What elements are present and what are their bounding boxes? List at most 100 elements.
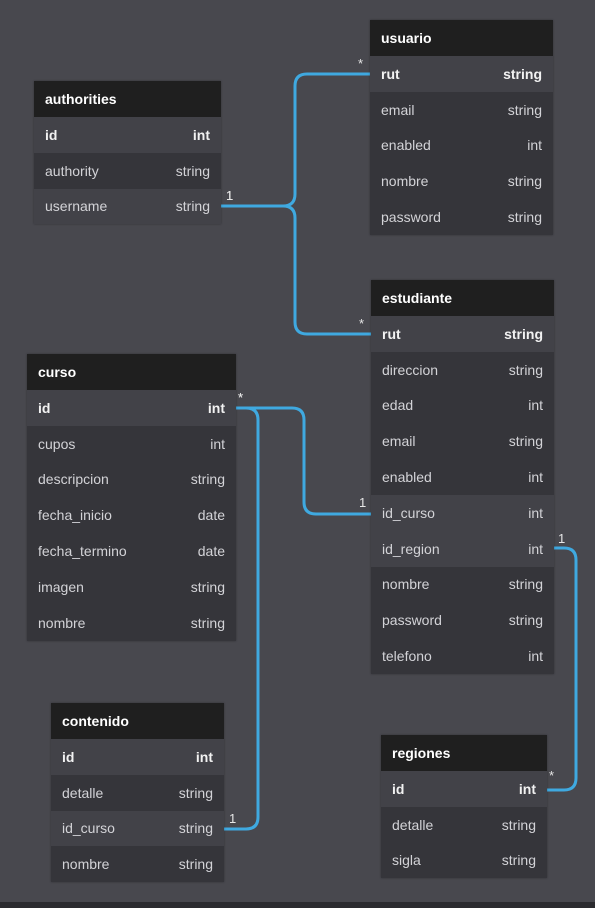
field-type: string [503,65,542,82]
field-type: int [528,540,543,557]
field-row-email[interactable]: email string [371,423,554,459]
relation-link-authorities-estudiante[interactable] [221,204,371,336]
field-row-rut[interactable]: rut string [370,56,553,92]
field-row-sigla[interactable]: sigla string [381,843,547,879]
field-name: fecha_termino [38,543,127,560]
field-name: fecha_inicio [38,507,112,524]
field-name: id [45,126,58,143]
field-type: int [527,137,542,154]
field-row-username[interactable]: username string [34,188,221,225]
field-type: string [508,433,543,450]
field-type: string [508,576,543,593]
cardinality-label: 1 [558,531,566,546]
field-type: string [508,612,543,629]
field-name: nombre [381,173,429,190]
field-row-imagen[interactable]: imagen string [27,569,236,605]
field-row-id-region[interactable]: id_region int [371,530,554,567]
field-type: string [175,198,210,215]
field-type: date [197,507,225,524]
field-row-id[interactable]: id int [381,771,547,807]
field-type: string [508,361,543,378]
field-type: string [190,578,225,595]
field-name: email [382,433,416,450]
relation-link-curso-estudiante[interactable] [236,406,371,516]
field-type: string [507,209,542,226]
field-name: email [381,101,415,118]
field-name: nombre [38,614,86,631]
field-name: imagen [38,578,84,595]
field-name: username [45,198,108,215]
field-row-id[interactable]: id int [27,390,236,426]
field-type: string [504,325,543,342]
field-type: string [501,852,536,869]
field-name: direccion [382,361,439,378]
field-name: password [381,209,441,226]
field-row-fecha-termino[interactable]: fecha_termino date [27,533,236,569]
field-name: sigla [392,852,421,869]
field-row-password[interactable]: password string [371,602,554,638]
field-type: int [192,126,210,143]
field-type: string [175,162,210,179]
field-type: int [518,780,536,797]
field-name: password [382,612,442,629]
field-type: string [501,816,536,833]
field-row-fecha-inicio[interactable]: fecha_inicio date [27,497,236,533]
entity-title: regiones [381,735,547,771]
field-name: nombre [382,576,430,593]
field-name: id [392,780,405,797]
entity-title: curso [27,354,236,390]
field-name: edad [382,397,414,414]
field-name: id [62,748,75,765]
field-name: id_curso [62,820,115,837]
bottom-bar [0,902,595,908]
field-row-id[interactable]: id int [34,117,221,153]
field-name: id_region [382,540,440,557]
field-row-nombre[interactable]: nombre string [371,567,554,603]
cardinality-label: * [238,390,244,405]
field-type: int [210,435,225,452]
entity-title: contenido [51,703,224,739]
field-row-direccion[interactable]: direccion string [371,352,554,388]
field-row-password[interactable]: password string [370,199,553,235]
field-type: int [207,399,225,416]
relation-link-authorities-usuario[interactable] [221,72,370,208]
field-name: id [38,399,51,416]
field-name: rut [381,65,400,82]
field-type: string [190,614,225,631]
field-name: enabled [382,469,432,486]
field-type: date [197,543,225,560]
field-row-nombre[interactable]: nombre string [27,605,236,641]
cardinality-label: 1 [359,495,367,510]
field-name: id_curso [382,504,435,521]
field-name: telefono [382,648,432,665]
field-name: nombre [62,856,110,873]
entity-title: usuario [370,20,553,56]
